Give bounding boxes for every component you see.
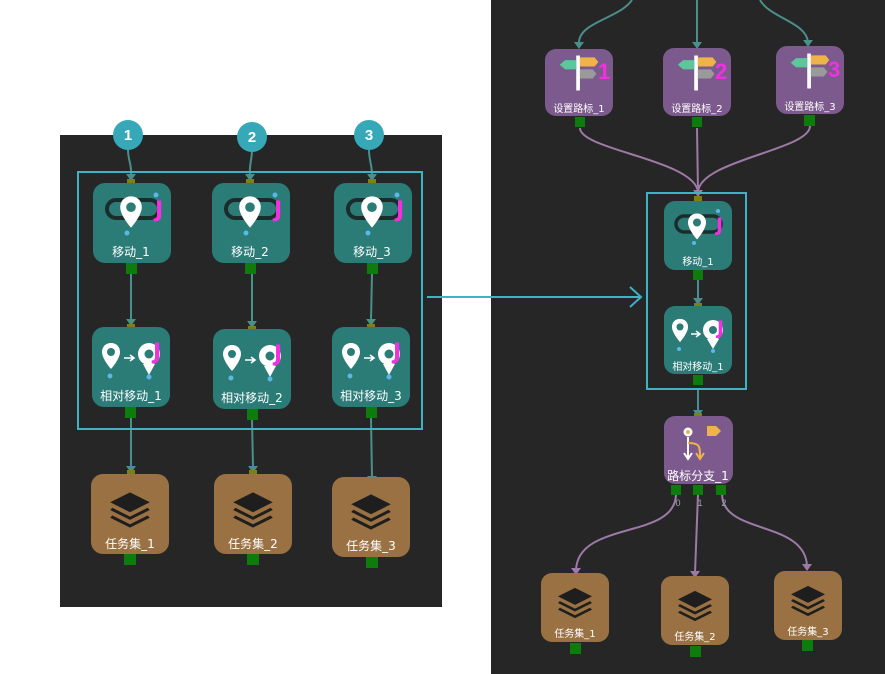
right-task-node-1[interactable]: 任务集_1 [541, 573, 609, 654]
branch-node-label: 路标分支_1 [667, 468, 729, 483]
move-node-3[interactable]: J 移动_3 [334, 179, 412, 274]
relmove-node-1-label: 相对移动_1 [100, 389, 162, 403]
waypoint-node-3-label: 设置路标_3 [784, 100, 835, 113]
j-mark: J [394, 198, 404, 223]
badge-1: 1 [113, 120, 143, 150]
svg-text:2: 2 [248, 129, 256, 146]
j-mark: J [151, 340, 161, 365]
right-edges-purple [575, 125, 811, 574]
move-node-2[interactable]: J 移动_2 [212, 179, 290, 274]
task-node-1[interactable]: 任务集_1 [91, 470, 169, 565]
j-mark: J [714, 214, 723, 236]
j-mark: J [391, 340, 401, 365]
badge-3: 3 [354, 120, 384, 150]
j-mark: J [272, 198, 282, 223]
right-task-node-2[interactable]: 任务集_2 [661, 576, 729, 657]
right-edges-teal [578, 0, 809, 412]
waypoint-node-1[interactable]: 1 设置路标_1 [545, 49, 613, 127]
task-node-1-label: 任务集_1 [105, 536, 155, 551]
branch-port-1: 1 [697, 498, 702, 508]
j-mark: J [272, 342, 282, 367]
waypoint-number-3: 3 [828, 57, 840, 82]
right-move-node-label: 移动_1 [682, 255, 713, 268]
task-node-2-label: 任务集_2 [228, 536, 278, 551]
arrow-right-icon [364, 354, 376, 362]
route-icon [105, 198, 161, 220]
right-selection-box[interactable] [646, 192, 747, 390]
right-task-node-3[interactable]: 任务集_3 [774, 571, 842, 651]
right-relmove-node[interactable]: J 相对移动_1 [664, 303, 732, 385]
arrow-right-icon [245, 356, 257, 364]
j-mark: J [715, 317, 724, 339]
badge-2: 2 [237, 122, 267, 152]
j-mark: J [153, 198, 163, 223]
arrow-right-icon [691, 330, 702, 338]
relmove-node-3[interactable]: J 相对移动_3 [332, 324, 410, 418]
transform-arrow [427, 286, 643, 308]
task-node-2[interactable]: 任务集_2 [214, 470, 292, 565]
branch-icon [683, 426, 721, 461]
relmove-node-2-label: 相对移动_2 [221, 391, 283, 405]
task-node-3[interactable]: 任务集_3 [332, 477, 410, 568]
branch-port-2: 2 [721, 498, 726, 508]
waypoint-node-3[interactable]: 3 设置路标_3 [776, 46, 844, 126]
waypoint-number-2: 2 [715, 59, 727, 84]
right-task-node-1-label: 任务集_1 [554, 627, 595, 640]
relmove-node-2[interactable]: J 相对移动_2 [213, 326, 291, 420]
left-selection-box[interactable] [77, 171, 423, 430]
svg-text:3: 3 [365, 127, 373, 144]
right-task-node-3-label: 任务集_3 [787, 625, 828, 638]
svg-text:1: 1 [124, 127, 132, 144]
move-node-1-label: 移动_1 [112, 245, 150, 259]
waypoint-node-2[interactable]: 2 设置路标_2 [663, 48, 731, 127]
left-edges [127, 149, 373, 478]
arrow-right-icon [124, 354, 136, 362]
relmove-node-1[interactable]: J 相对移动_1 [92, 324, 170, 418]
branch-port-0: 0 [675, 498, 680, 508]
right-relmove-node-label: 相对移动_1 [672, 360, 723, 373]
route-icon [346, 198, 402, 220]
right-move-node[interactable]: J 移动_1 [664, 196, 732, 280]
route-icon [224, 198, 280, 220]
waypoint-node-2-label: 设置路标_2 [671, 102, 722, 115]
task-node-3-label: 任务集_3 [346, 538, 396, 553]
branch-node[interactable]: 路标分支_1 0 1 2 [664, 413, 733, 508]
move-node-1[interactable]: J 移动_1 [93, 179, 171, 274]
waypoint-node-1-label: 设置路标_1 [553, 102, 604, 115]
move-node-2-label: 移动_2 [231, 245, 269, 259]
move-node-3-label: 移动_3 [353, 245, 391, 259]
right-task-node-2-label: 任务集_2 [674, 630, 715, 643]
relmove-node-3-label: 相对移动_3 [340, 389, 402, 403]
waypoint-number-1: 1 [598, 59, 610, 84]
route-icon [674, 214, 723, 234]
